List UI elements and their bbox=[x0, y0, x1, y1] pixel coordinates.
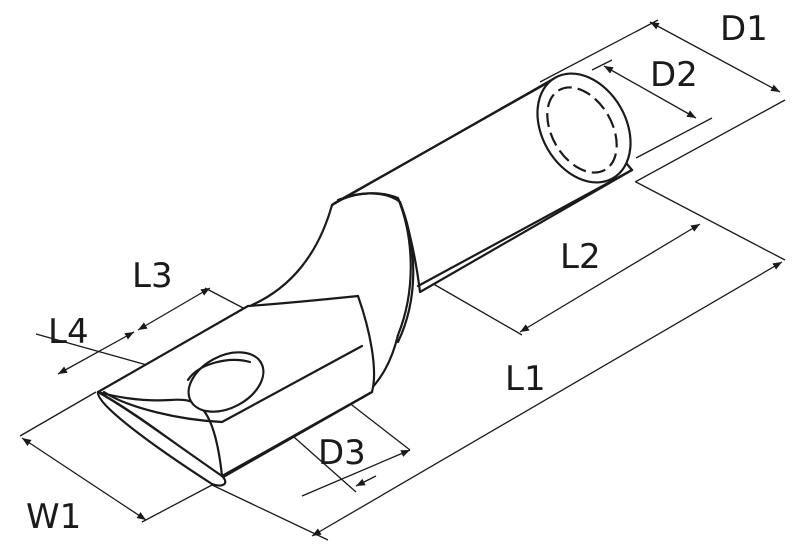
label-d2: D2 bbox=[650, 55, 698, 95]
dimension-line-l3 bbox=[137, 287, 211, 331]
dimension-lines bbox=[21, 21, 783, 537]
label-l1: L1 bbox=[505, 359, 546, 399]
dimension-line-d2 bbox=[603, 65, 697, 119]
dimension-line-w1 bbox=[21, 437, 147, 521]
dimension-line-d1 bbox=[649, 21, 781, 93]
dimension-line-d3 bbox=[301, 449, 411, 497]
label-d3: D3 bbox=[318, 433, 366, 473]
label-w1: W1 bbox=[26, 497, 81, 537]
label-d1: D1 bbox=[720, 9, 768, 49]
label-l3: L3 bbox=[132, 256, 173, 296]
label-l2: L2 bbox=[560, 237, 601, 277]
dimension-line-l2 bbox=[519, 223, 701, 333]
dimension-labels: D1 D2 L2 L1 L3 L4 D3 W1 bbox=[26, 9, 768, 537]
label-l4: L4 bbox=[48, 312, 89, 352]
dimension-line-l4 bbox=[57, 331, 135, 375]
dimension-line-l1 bbox=[311, 261, 783, 537]
